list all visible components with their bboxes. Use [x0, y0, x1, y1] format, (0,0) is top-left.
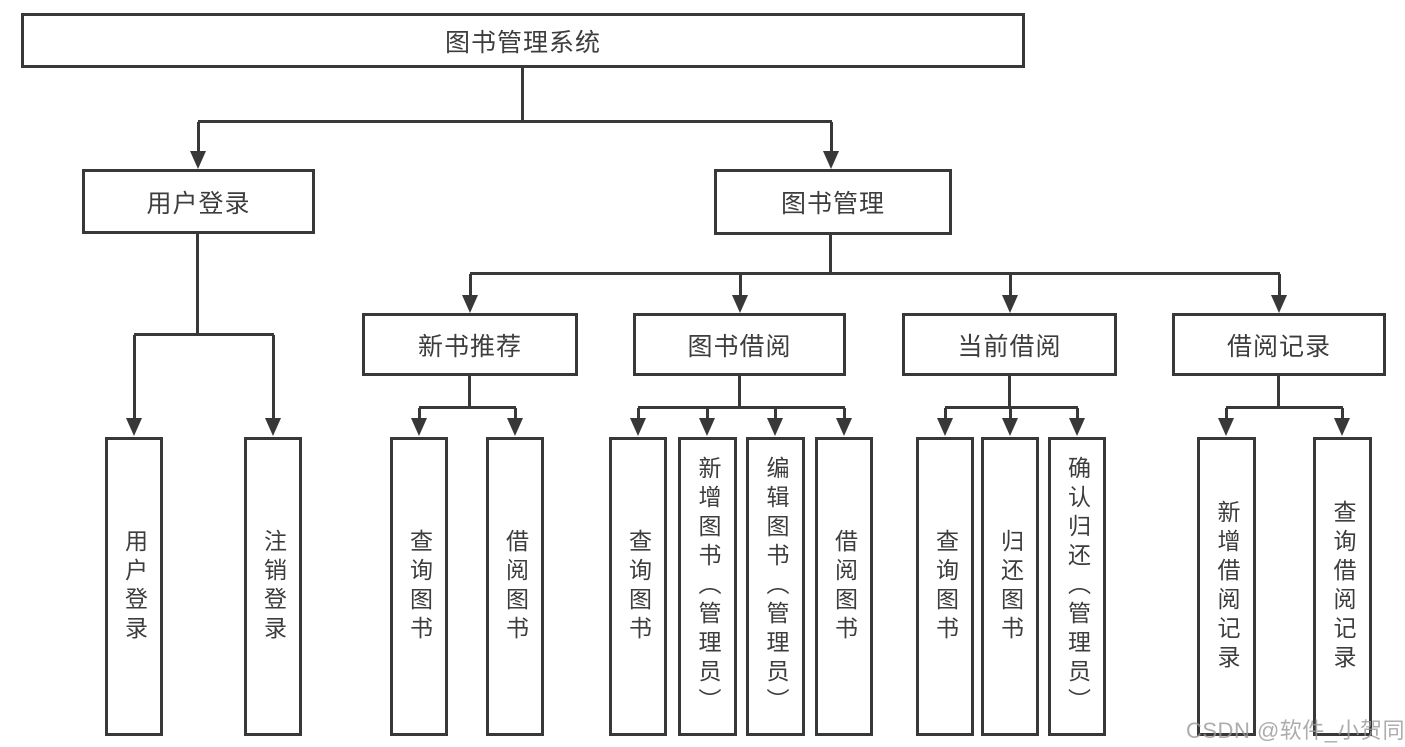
connector-line: [196, 234, 199, 336]
leaf-return-book: 归还图书: [981, 437, 1039, 736]
arrow-down-icon: [411, 408, 427, 436]
leaf-add-book-admin: 新增图书（管理员）: [678, 437, 737, 736]
node-label: 借阅记录: [1226, 332, 1331, 361]
node-label: 查询图书: [406, 528, 433, 645]
connector-line: [521, 68, 524, 123]
leaf-query-books-current: 查询图书: [916, 437, 974, 736]
arrow-down-icon: [1002, 274, 1018, 313]
connector-line: [738, 376, 741, 409]
node-label: 图书管理系统: [444, 28, 601, 57]
node-new-book-recommend: 新书推荐: [362, 313, 578, 376]
node-label: 用户登录: [146, 189, 251, 218]
node-label: 新增借阅记录: [1214, 499, 1240, 674]
arrow-down-icon: [1218, 408, 1234, 436]
connector-line: [829, 235, 832, 275]
connector-line: [419, 406, 516, 409]
connector-line: [1226, 406, 1343, 409]
arrow-down-icon: [190, 122, 206, 169]
arrow-down-icon: [265, 335, 281, 436]
connector-line: [198, 120, 832, 123]
leaf-borrow-books-recommend: 借阅图书: [486, 437, 544, 736]
node-label: 当前借阅: [957, 332, 1062, 361]
leaf-query-books-recommend: 查询图书: [390, 437, 448, 736]
leaf-user-login: 用户登录: [105, 437, 163, 736]
connector-line: [468, 376, 471, 409]
arrow-down-icon: [767, 408, 783, 436]
node-label: 用户登录: [121, 528, 148, 645]
leaf-edit-book-admin: 编辑图书（管理员）: [746, 437, 805, 736]
node-label: 查询借阅记录: [1330, 499, 1356, 674]
node-label: 确认归还（管理员）: [1064, 456, 1091, 717]
connector-line: [134, 333, 274, 336]
arrow-down-icon: [1002, 408, 1018, 436]
node-label: 注销登录: [260, 528, 287, 645]
leaf-confirm-return-admin: 确认归还（管理员）: [1048, 437, 1106, 736]
arrow-down-icon: [507, 408, 523, 436]
node-label: 编辑图书（管理员）: [763, 456, 789, 717]
leaf-logout: 注销登录: [244, 437, 302, 736]
arrow-down-icon: [732, 274, 748, 313]
connector-line: [470, 272, 1280, 275]
watermark: CSDN @软件_小贺同学: [1186, 718, 1405, 743]
arrow-down-icon: [823, 122, 839, 169]
arrow-down-icon: [1334, 408, 1350, 436]
node-label: 图书借阅: [687, 332, 792, 361]
node-book-borrow: 图书借阅: [633, 313, 846, 376]
node-user-login: 用户登录: [82, 169, 315, 234]
node-borrow-records: 借阅记录: [1172, 313, 1386, 376]
connector-line: [638, 406, 845, 409]
node-label: 新书推荐: [417, 332, 522, 361]
connector-line: [945, 406, 1078, 409]
arrow-down-icon: [462, 274, 478, 313]
node-label: 借阅图书: [502, 528, 529, 645]
arrow-down-icon: [1069, 408, 1085, 436]
arrow-down-icon: [630, 408, 646, 436]
leaf-add-borrow-record: 新增借阅记录: [1197, 437, 1256, 736]
arrow-down-icon: [1271, 274, 1287, 313]
connector-line: [1008, 376, 1011, 409]
leaf-query-books-borrow: 查询图书: [609, 437, 667, 736]
node-label: 图书管理: [780, 190, 885, 218]
node-current-borrow: 当前借阅: [902, 313, 1117, 376]
node-library-system: 图书管理系统: [21, 13, 1025, 68]
node-label: 借阅图书: [831, 528, 858, 645]
arrow-down-icon: [836, 408, 852, 436]
node-label: 查询图书: [932, 528, 959, 645]
node-label: 查询图书: [625, 528, 652, 645]
leaf-borrow-books: 借阅图书: [815, 437, 873, 736]
node-book-management: 图书管理: [714, 169, 952, 235]
node-label: 归还图书: [997, 528, 1024, 645]
arrow-down-icon: [937, 408, 953, 436]
connector-line: [1277, 376, 1280, 409]
arrow-down-icon: [699, 408, 715, 436]
leaf-query-borrow-record: 查询借阅记录: [1313, 437, 1372, 736]
node-label: 新增图书（管理员）: [695, 456, 721, 717]
arrow-down-icon: [126, 335, 142, 436]
